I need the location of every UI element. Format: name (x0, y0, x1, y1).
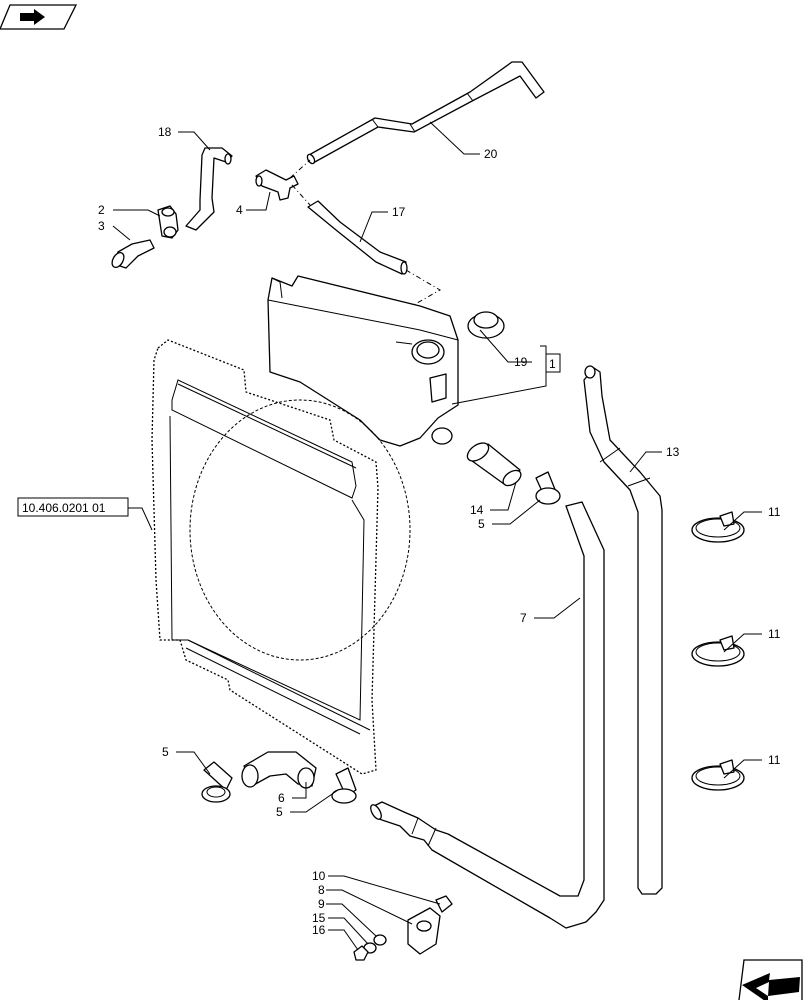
callout-15: 15 (312, 911, 326, 925)
leader-lines (112, 121, 762, 951)
p-clip-8 (407, 907, 441, 955)
hose-17 (307, 200, 408, 275)
bolt-10 (435, 895, 453, 913)
callout-17: 17 (392, 205, 406, 219)
callout-14: 14 (470, 503, 484, 517)
hose-clamp-5-right (535, 471, 561, 505)
callout-19: 19 (514, 355, 528, 369)
hose-7 (370, 501, 605, 929)
elbow-hose-6 (241, 751, 317, 789)
hose-clamp-5-left (201, 761, 233, 803)
filler-cap-19 (467, 311, 505, 339)
reference-link-text[interactable]: 10.406.0201 01 (22, 501, 106, 515)
assembly-box-text: 1 (549, 357, 556, 371)
callout-3: 3 (98, 219, 105, 233)
callout-20: 20 (484, 147, 498, 161)
expansion-tank (267, 275, 459, 447)
callout-4: 4 (236, 203, 243, 217)
callout-13: 13 (666, 445, 680, 459)
hose-clamp-11-bottom (691, 759, 745, 791)
assembly-box-label: 1 (545, 353, 561, 373)
callout-5-left: 5 (162, 745, 169, 759)
callout-11-middle: 11 (768, 627, 781, 641)
back-arrow-icon[interactable] (0, 4, 78, 30)
hose-13 (583, 365, 663, 895)
callout-7: 7 (520, 611, 527, 625)
callout-11-bottom: 11 (768, 753, 781, 767)
t-fitting-4 (255, 169, 299, 201)
adapter-3 (111, 239, 155, 269)
hose-clamp-5-middle (331, 767, 357, 804)
callout-6: 6 (278, 791, 285, 805)
callout-2: 2 (98, 203, 105, 217)
forward-arrow-icon[interactable] (736, 959, 803, 1000)
callout-11-top: 11 (768, 505, 781, 519)
elbow-fitting-2 (157, 205, 179, 239)
reference-link[interactable]: 10.406.0201 01 (17, 497, 129, 517)
callout-18: 18 (158, 125, 172, 139)
callout-8: 8 (318, 883, 325, 897)
callout-10: 10 (312, 869, 326, 883)
hose-18 (185, 147, 233, 231)
sleeve-14 (466, 442, 522, 487)
callout-9: 9 (318, 897, 325, 911)
callout-16: 16 (312, 923, 326, 937)
hose-20 (306, 61, 545, 165)
callout-5-middle: 5 (276, 805, 283, 819)
washer-9 (373, 934, 387, 946)
hose-clamp-11-top (691, 511, 745, 543)
radiator-shroud (151, 339, 411, 775)
callout-5-right: 5 (478, 517, 485, 531)
hose-clamp-11-middle (691, 635, 745, 667)
